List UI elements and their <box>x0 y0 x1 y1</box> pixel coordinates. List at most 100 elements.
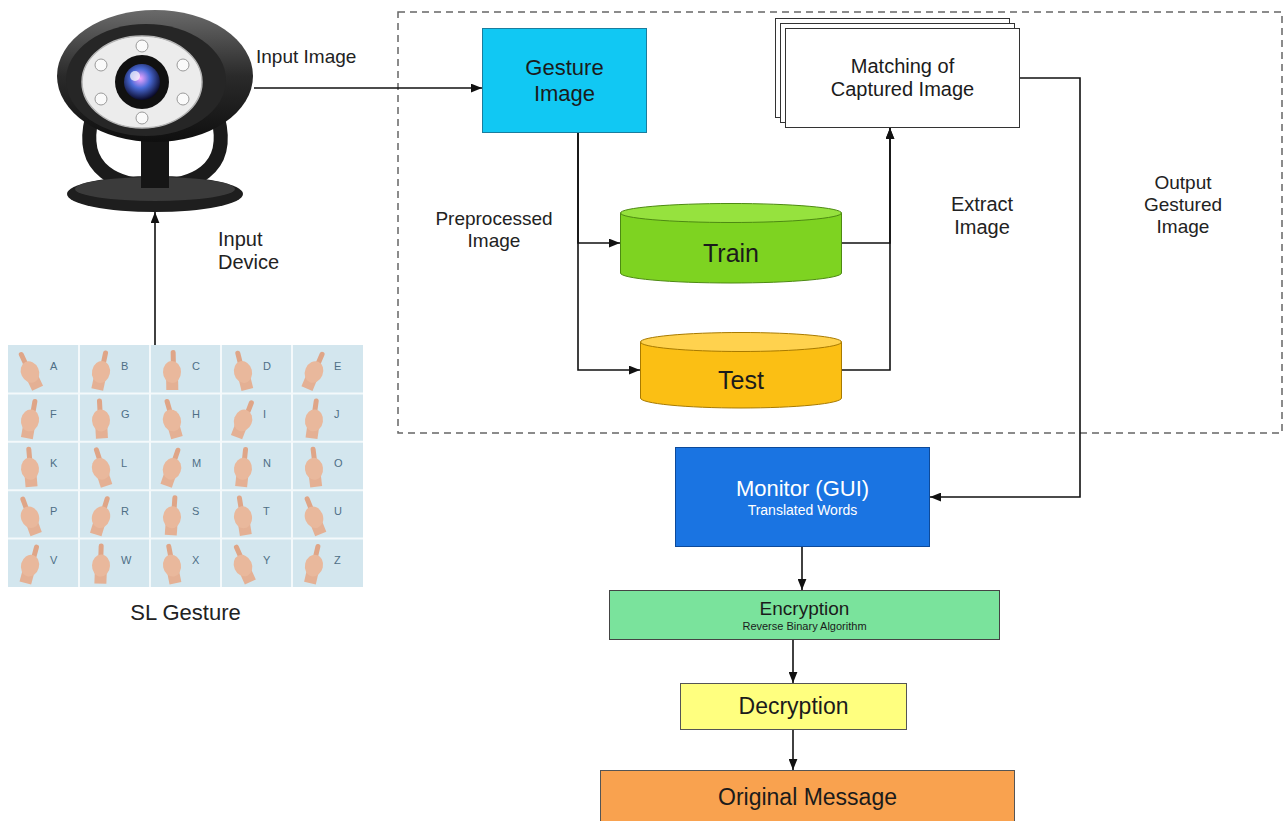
hand-sign <box>14 493 45 537</box>
letter-label: K <box>50 457 57 470</box>
decryption-box: Decryption <box>680 683 907 730</box>
hand-sign <box>297 493 329 537</box>
letter-label: X <box>192 554 199 567</box>
edge-label: Preprocessed Image <box>420 208 568 252</box>
hand-palm <box>302 504 327 531</box>
connector-arrow <box>254 87 482 89</box>
document-stack: Matching of Captured Image <box>785 28 1020 128</box>
process-boundary <box>398 12 1282 433</box>
webcam-head <box>57 10 253 142</box>
hand-palm <box>230 552 255 579</box>
box-shape <box>483 29 647 133</box>
hand-sign <box>302 446 325 488</box>
hand-palm <box>90 359 112 384</box>
text-slot: X <box>192 554 199 567</box>
hand-palm <box>233 457 253 481</box>
label-slot: Preprocessed Image <box>420 208 568 252</box>
text-slot: F <box>50 408 57 421</box>
connector-arrow <box>801 547 803 590</box>
node-content: Matching of Captured Image <box>785 28 1020 128</box>
hand-palm <box>18 504 42 531</box>
text-slot: SL Gesture <box>8 600 363 625</box>
webcam-led <box>177 59 189 71</box>
letter-label: U <box>334 505 342 518</box>
webcam-led <box>136 112 148 124</box>
connector-arrow <box>930 78 1080 497</box>
node-title: Decryption <box>739 693 849 719</box>
sign-photo-grid <box>8 345 363 587</box>
text-slot: Y <box>263 554 270 567</box>
letter-label: E <box>334 360 341 373</box>
text-slot: H <box>192 408 200 421</box>
hand-sign <box>87 494 116 538</box>
letter-label: Y <box>263 554 270 567</box>
text-slot: V <box>50 554 57 567</box>
hand-sign <box>91 543 110 584</box>
text-slot: E <box>334 360 341 373</box>
letter-label: R <box>121 505 129 518</box>
hand-palm <box>162 506 181 529</box>
letter-label: H <box>192 408 200 421</box>
text-slot: I <box>263 408 266 421</box>
hand-palm <box>89 456 113 482</box>
hand-palm <box>301 358 326 385</box>
text-slot: Z <box>334 554 341 567</box>
letter-label: F <box>50 408 57 421</box>
hand-palm <box>89 504 113 530</box>
page-shape <box>786 29 1020 128</box>
hand-sign <box>157 397 185 440</box>
hand-palm <box>163 361 181 383</box>
label-slot: Extract Image <box>932 193 1032 239</box>
hand-sign <box>229 348 256 391</box>
hand-signs <box>13 348 331 585</box>
letter-label: C <box>192 360 200 373</box>
letter-label: G <box>121 408 130 421</box>
webcam-led <box>177 93 189 105</box>
hand-palm <box>304 408 325 432</box>
hand-palm <box>17 358 43 386</box>
connector-arrow <box>842 128 890 370</box>
letter-label: M <box>192 457 201 470</box>
letter-label: W <box>121 554 131 567</box>
hand-sign <box>303 397 326 439</box>
label-slot: Input Image <box>256 46 390 68</box>
text-slot: W <box>121 554 131 567</box>
letter-label: O <box>334 457 343 470</box>
text-slot: O <box>334 457 343 470</box>
text-slot: Input Device <box>218 228 308 274</box>
hand-palm <box>18 553 41 579</box>
hand-palm <box>232 505 253 530</box>
node-content: Original Message <box>600 770 1015 821</box>
webcam-face <box>66 24 226 136</box>
letter-label: L <box>121 457 127 470</box>
webcam-lens-highlight <box>130 71 140 81</box>
hand-sign <box>86 445 115 489</box>
node-content: Gesture Image <box>482 28 647 133</box>
node-title: Matching of Captured Image <box>808 55 998 101</box>
text-slot: K <box>50 457 57 470</box>
text-slot: S <box>192 505 199 518</box>
hand-palm <box>91 409 110 432</box>
text-slot: G <box>121 408 130 421</box>
hand-sign <box>91 398 111 439</box>
text-slot: L <box>121 457 127 470</box>
database-cylinder: Test <box>640 332 842 408</box>
caption-text: Input Device <box>218 228 308 274</box>
text-slot: P <box>50 505 57 518</box>
node-content: EncryptionReverse Binary Algorithm <box>609 590 1000 640</box>
hand-sign <box>163 350 182 390</box>
letter-label: V <box>50 554 57 567</box>
hand-sign <box>162 495 183 536</box>
text-slot: J <box>334 408 340 421</box>
grid-background <box>8 345 363 587</box>
connector-arrow <box>792 640 794 683</box>
node-subtitle: Translated Words <box>748 502 858 518</box>
hand-palm <box>19 408 41 433</box>
webcam-lens <box>115 55 169 109</box>
sign-alphabet-grid: ABCDEFGHIJKLMNOPRSTUVWXYZSL Gesture <box>8 345 363 587</box>
caption-text: SL Gesture <box>8 600 363 625</box>
node-title: Train <box>703 239 759 268</box>
hand-sign <box>17 542 45 585</box>
box-shape <box>601 771 1015 821</box>
